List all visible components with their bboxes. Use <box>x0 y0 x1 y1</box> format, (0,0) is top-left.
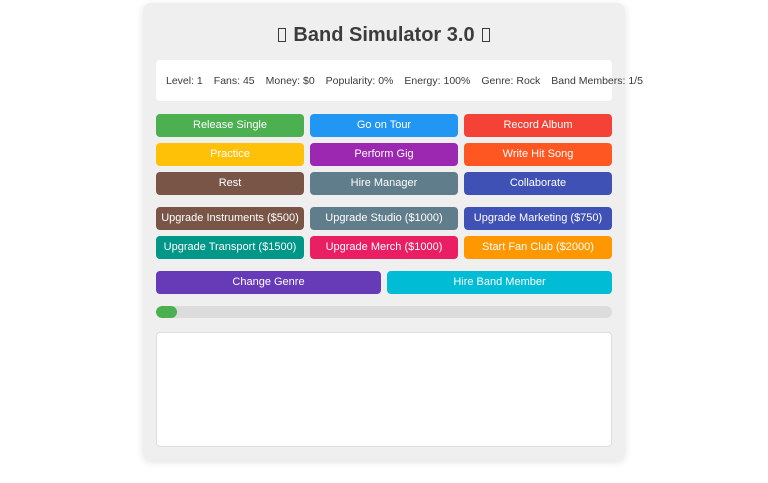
upgrade-merch-button[interactable]: Upgrade Merch ($1000) <box>310 236 458 259</box>
record-album-button[interactable]: Record Album <box>464 114 612 137</box>
collaborate-button[interactable]: Collaborate <box>464 172 612 195</box>
hire-band-member-button[interactable]: Hire Band Member <box>387 271 612 294</box>
stat-energy: Energy: 100% <box>404 74 471 87</box>
stat-money: Money: $0 <box>265 74 315 87</box>
page-title-text: Band Simulator 3.0 <box>293 24 475 46</box>
upgrade-marketing-button[interactable]: Upgrade Marketing ($750) <box>464 207 612 230</box>
special-buttons-group: Change Genre Hire Band Member <box>156 271 612 294</box>
rest-button[interactable]: Rest <box>156 172 304 195</box>
missing-emoji-icon <box>481 28 490 42</box>
progress-fill <box>156 306 177 318</box>
upgrade-instruments-button[interactable]: Upgrade Instruments ($500) <box>156 207 304 230</box>
stat-popularity: Popularity: 0% <box>325 74 394 87</box>
upgrade-buttons-group: Upgrade Instruments ($500) Upgrade Studi… <box>156 207 612 259</box>
action-buttons-group: Release Single Go on Tour Record Album P… <box>156 114 612 195</box>
log-output[interactable] <box>156 332 612 447</box>
stat-fans: Fans: 45 <box>213 74 255 87</box>
upgrade-studio-button[interactable]: Upgrade Studio ($1000) <box>310 207 458 230</box>
upgrade-transport-button[interactable]: Upgrade Transport ($1500) <box>156 236 304 259</box>
release-single-button[interactable]: Release Single <box>156 114 304 137</box>
progress-bar <box>156 306 612 318</box>
perform-gig-button[interactable]: Perform Gig <box>310 143 458 166</box>
practice-button[interactable]: Practice <box>156 143 304 166</box>
game-card: Band Simulator 3.0 Level: 1 Fans: 45 Mon… <box>143 3 643 460</box>
stats-bar: Level: 1 Fans: 45 Money: $0 Popularity: … <box>156 60 643 101</box>
go-on-tour-button[interactable]: Go on Tour <box>310 114 458 137</box>
hire-manager-button[interactable]: Hire Manager <box>310 172 458 195</box>
start-fan-club-button[interactable]: Start Fan Club ($2000) <box>464 236 612 259</box>
stat-band-members: Band Members: 1/5 <box>551 74 643 87</box>
missing-emoji-icon <box>278 28 287 42</box>
stat-level: Level: 1 <box>166 74 203 87</box>
page-title: Band Simulator 3.0 <box>156 24 612 47</box>
write-hit-song-button[interactable]: Write Hit Song <box>464 143 612 166</box>
stat-genre: Genre: Rock <box>481 74 541 87</box>
change-genre-button[interactable]: Change Genre <box>156 271 381 294</box>
